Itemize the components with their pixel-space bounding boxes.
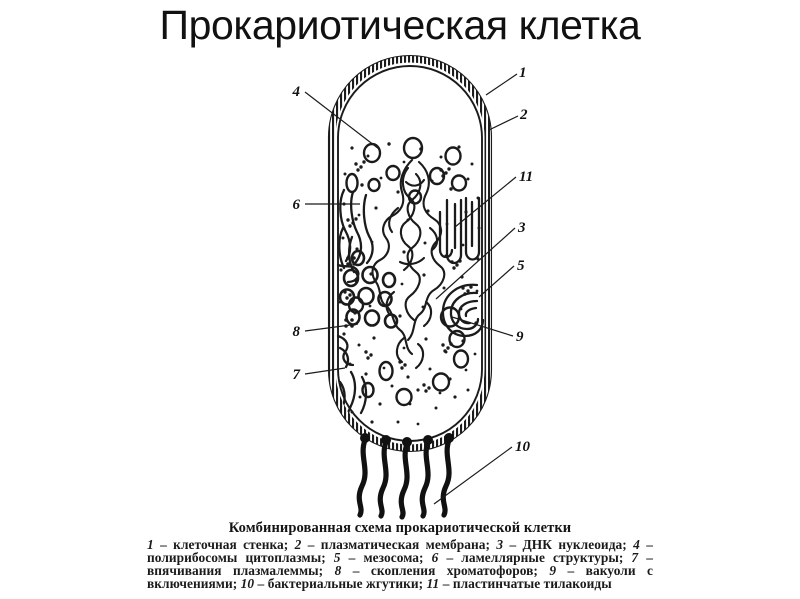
leader-line-5: [478, 265, 515, 298]
polyribosome-stipple: [338, 142, 481, 426]
legend-ref-5: 5: [333, 550, 341, 566]
callout-numbers: 1 2 11 3 5 9 10 4 6 8 7: [292, 65, 534, 455]
legend-text-5: – мезосома;: [340, 550, 432, 566]
callout-number-4: 4: [292, 84, 301, 100]
leader-line-8: [304, 323, 359, 332]
leader-line-10: [433, 446, 513, 505]
callout-leader-lines: [304, 73, 519, 505]
caption-title: Комбинированная схема прокариотической к…: [228, 520, 572, 536]
legend-text-2: – плазматическая мембрана;: [301, 537, 497, 552]
legend-ref-8: 8: [334, 563, 342, 579]
callout-number-5: 5: [517, 258, 525, 274]
legend-text-9: – вакуоли с включениями;: [147, 563, 653, 592]
legend-text-6: – ламеллярные структуры;: [438, 550, 632, 566]
callout-number-3: 3: [517, 220, 526, 236]
callout-number-8: 8: [293, 324, 301, 340]
legend-text-10: – бактериальные жгутики;: [254, 576, 427, 592]
callout-number-1: 1: [519, 65, 527, 81]
callout-number-10: 10: [515, 439, 531, 455]
callout-number-6: 6: [293, 197, 301, 213]
lamellar-thylakoids-right: [438, 196, 481, 265]
prokaryotic-cell-figure: 1 2 11 3 5 9 10 4 6 8 7: [0, 52, 800, 522]
legend-ref-3: 3: [496, 537, 504, 552]
legend-text-8: – скопления хроматофоров;: [341, 563, 550, 579]
leader-line-2: [488, 115, 519, 131]
cytoplasm: [336, 136, 485, 437]
cell-diagram-svg: 1 2 11 3 5 9 10 4 6 8 7: [292, 55, 534, 520]
legend-ref-6: 6: [431, 550, 439, 566]
callout-number-7: 7: [293, 367, 301, 383]
flagella-basal-bodies: [360, 433, 454, 447]
bacterial-flagella: [356, 437, 452, 520]
leader-line-3: [435, 227, 516, 300]
legend-text-7: – впячивания плазмалеммы;: [147, 550, 653, 579]
figure-caption: Комбинированная схема прокариотической к…: [0, 518, 800, 592]
legend-ref-10: 10: [240, 576, 255, 592]
legend-text-3: – ДНК нуклеоида;: [503, 537, 634, 552]
leader-line-9: [451, 316, 514, 337]
leader-line-7: [304, 367, 346, 375]
leader-line-1: [485, 73, 518, 96]
page-title: Прокариотическая клетка: [159, 2, 641, 48]
callout-number-11: 11: [519, 169, 533, 185]
legend-ref-1: 1: [147, 537, 154, 552]
legend-ref-4: 4: [633, 537, 640, 552]
legend-ref-9: 9: [549, 563, 557, 579]
nucleoid-dna: [371, 158, 446, 370]
callout-number-9: 9: [516, 329, 524, 345]
callout-number-2: 2: [519, 107, 528, 123]
leader-line-11: [454, 176, 517, 228]
legend-text-1: – клеточная стенка;: [153, 537, 295, 552]
legend-ref-11: 11: [426, 576, 440, 592]
legend-ref-7: 7: [631, 550, 639, 566]
caption-legend: 1 – клеточная стенка; 2 – плазматическая…: [147, 537, 653, 592]
legend-text-4: – полирибосомы цитоплазмы;: [147, 537, 653, 566]
mesosome: [441, 283, 485, 338]
legend-text-11: – пластинчатые тилакоиды: [439, 576, 612, 592]
legend-ref-2: 2: [294, 537, 302, 552]
chromatophore-clusters: [338, 249, 399, 329]
leader-line-4: [304, 91, 380, 150]
